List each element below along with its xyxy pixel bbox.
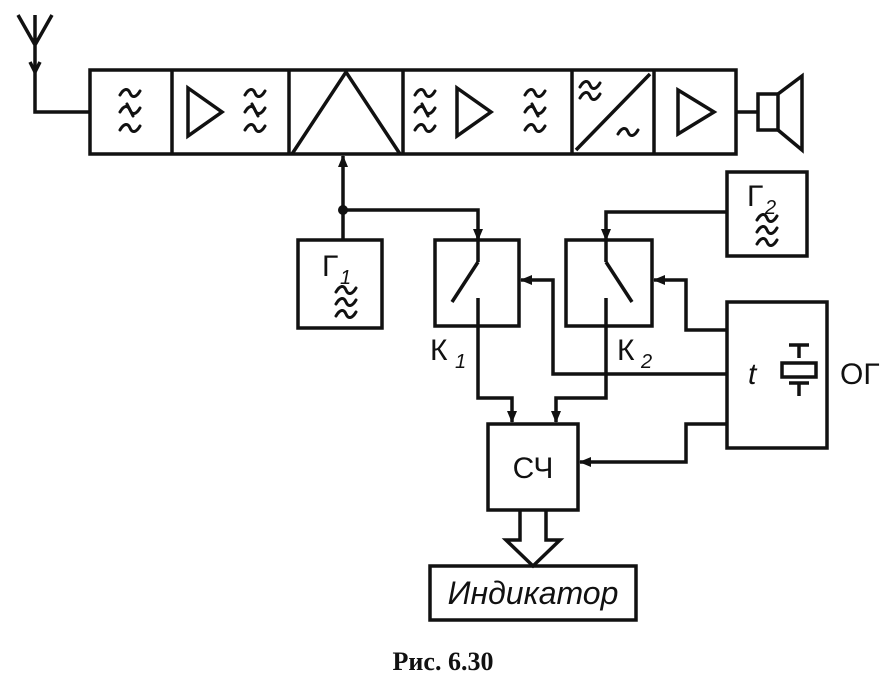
af-amplifier-block	[676, 86, 718, 138]
switch-k1	[433, 230, 521, 328]
bus-arrow	[501, 510, 565, 569]
input-filter-block	[118, 87, 142, 134]
antenna-icon	[16, 14, 90, 114]
label-g1-sub: 1	[340, 267, 351, 289]
switch-k2	[564, 238, 654, 328]
label-t: t	[748, 358, 758, 391]
receiver-chain	[88, 68, 738, 156]
generator-g1	[296, 238, 384, 330]
connections	[338, 155, 727, 467]
reference-oscillator	[725, 300, 829, 450]
label-k1: К	[430, 334, 448, 367]
rf-amplifier-block	[186, 84, 267, 140]
mixer-block	[290, 68, 402, 155]
speaker-icon	[736, 72, 804, 154]
label-k1-sub: 1	[455, 351, 466, 373]
label-g1: Г	[322, 250, 338, 283]
generator-g2	[725, 170, 809, 258]
label-k2-sub: 2	[640, 351, 652, 373]
label-k2: К	[617, 334, 635, 367]
figure-caption: Рис. 6.30	[393, 647, 494, 676]
label-sch: СЧ	[513, 452, 554, 485]
label-indicator: Индикатор	[448, 575, 619, 611]
label-og: ОГ	[840, 358, 880, 391]
label-g2: Г	[747, 180, 763, 213]
junction-dot	[338, 205, 348, 215]
if-amplifier-block	[413, 84, 547, 140]
detector-block	[574, 72, 652, 152]
counter-block	[486, 422, 580, 512]
label-g2-sub: 2	[764, 197, 776, 219]
